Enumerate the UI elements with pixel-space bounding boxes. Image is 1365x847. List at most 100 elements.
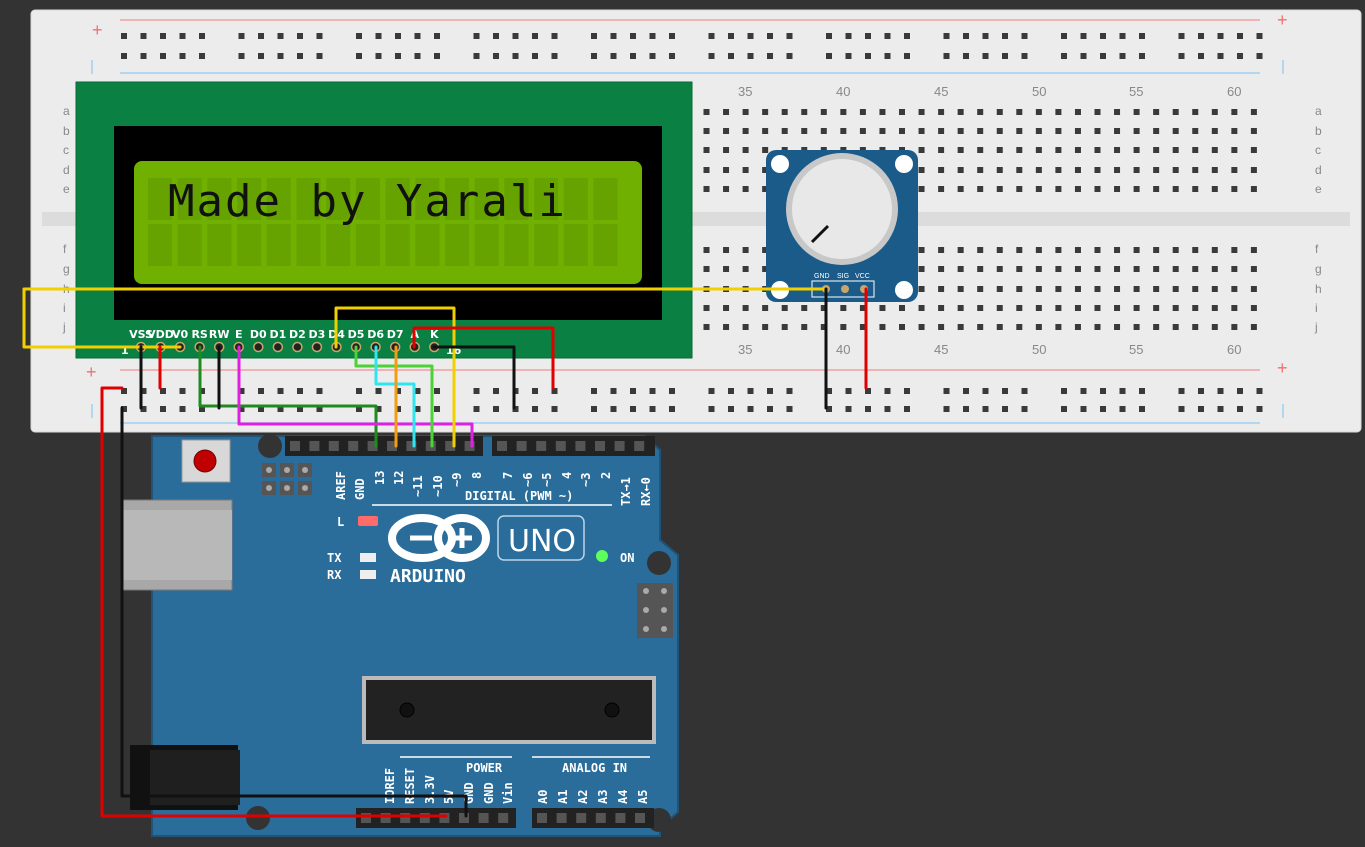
rail-hole (747, 388, 754, 394)
rail-hole (943, 406, 950, 412)
power-header (356, 808, 654, 828)
rail-hole (199, 388, 205, 394)
bb-hole (977, 128, 984, 134)
rail-hole (532, 53, 538, 59)
bb-hole (1250, 167, 1257, 173)
pin-label: A3 (596, 790, 610, 804)
row-letter: i (63, 301, 66, 315)
bb-hole (703, 247, 710, 253)
lcd-cell (266, 178, 291, 220)
bb-hole (1211, 305, 1218, 311)
bb-hole (957, 305, 964, 311)
rail-hole (179, 53, 186, 59)
bb-hole (703, 266, 710, 272)
lcd-cell (177, 178, 202, 220)
pin-label: A2 (576, 790, 590, 804)
bb-hole (1035, 324, 1042, 330)
pin-label: AREF (334, 471, 348, 500)
pin-label: GND (482, 782, 496, 804)
bb-hole (957, 324, 964, 330)
rail-hole (963, 388, 969, 394)
lcd-pin-label: D7 (387, 328, 404, 341)
rail-hole (395, 388, 401, 394)
rail-hole (414, 33, 421, 39)
bb-hole (1231, 266, 1238, 272)
bb-hole (742, 109, 749, 115)
bb-hole (977, 147, 984, 153)
rail-hole (963, 33, 969, 39)
led-rx-label: RX (327, 568, 342, 582)
rail-hole (591, 388, 597, 394)
wire-magenta-e (237, 345, 474, 448)
bb-hole (1250, 247, 1257, 253)
potentiometer-module[interactable]: GND SIG VCC (766, 150, 918, 302)
rail-hole (630, 53, 636, 59)
rail-plus-top-left: + (92, 20, 103, 40)
icsp-header-small (262, 463, 312, 495)
bb-hole (1231, 109, 1238, 115)
bb-hole (938, 324, 945, 330)
arduino-uno[interactable]: AREF GND 13 12 ~11 ~10 ~9 8 7 ~6 ~5 4 ~3… (121, 434, 679, 837)
header-hole (635, 813, 645, 823)
rail-hole (1021, 53, 1028, 59)
pin-label: ~6 (521, 473, 535, 487)
header-hole (497, 441, 507, 451)
rail-hole (297, 388, 303, 394)
bb-hole (996, 147, 1003, 153)
rail-hole (140, 53, 147, 59)
rail-hole (1198, 406, 1204, 412)
bb-hole (1133, 324, 1140, 330)
bb-hole (1192, 247, 1199, 253)
bb-hole (742, 128, 749, 134)
bb-hole (1172, 186, 1179, 192)
rail-hole (591, 53, 597, 59)
header-hole (400, 813, 411, 823)
header-hole (309, 441, 320, 451)
rail-hole (728, 406, 734, 412)
rail-hole (826, 388, 832, 394)
rail-hole (591, 406, 597, 412)
rail-hole (1198, 388, 1204, 394)
bb-hole (781, 305, 788, 311)
rail-hole (943, 388, 950, 394)
bb-hole (1211, 324, 1218, 330)
bb-hole (938, 109, 945, 115)
bb-hole (723, 109, 730, 115)
bb-hole (1153, 324, 1160, 330)
bb-hole (840, 324, 847, 330)
rail-hole (1237, 33, 1243, 39)
mounting-hole (246, 806, 270, 830)
bb-hole (899, 305, 905, 311)
arduino-logo-text: ARDUINO (390, 566, 466, 587)
bb-hole (957, 167, 964, 173)
header-hole (555, 441, 566, 451)
rail-hole (884, 33, 891, 39)
lcd-cell (534, 178, 559, 220)
rail-hole (649, 33, 656, 39)
header-hole (556, 813, 567, 823)
lcd-pin-label: D2 (289, 328, 306, 341)
rail-hole (1237, 406, 1243, 412)
rail-hole (551, 388, 558, 394)
wire-black-k (432, 345, 516, 410)
wire-red-a (412, 326, 555, 390)
rail-hole (786, 406, 793, 412)
row-letter: c (1315, 143, 1321, 157)
rail-hole (179, 388, 186, 394)
bb-hole (1114, 324, 1121, 330)
pin-label: ~11 (411, 475, 425, 497)
bb-hole (703, 109, 710, 115)
bb-hole (1074, 128, 1081, 134)
rail-hole (1061, 406, 1067, 412)
bb-hole (977, 109, 984, 115)
bb-hole (801, 324, 808, 330)
lcd-cell (415, 224, 440, 266)
pin-label: A0 (536, 790, 550, 804)
header-hole (498, 813, 509, 823)
rail-hole (1256, 406, 1263, 412)
bb-hole (762, 147, 769, 153)
rail-hole (728, 388, 734, 394)
rail-hole (316, 388, 323, 394)
pin-label: RESET (403, 768, 417, 804)
bb-hole (1192, 128, 1199, 134)
